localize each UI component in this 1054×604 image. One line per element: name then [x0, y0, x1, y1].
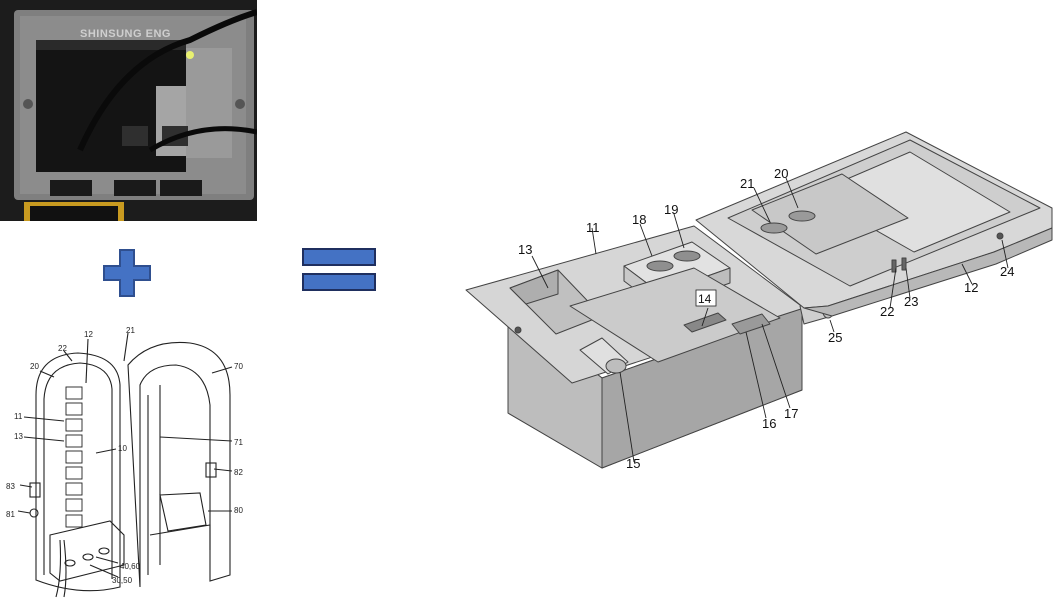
model-label-21: 21	[740, 176, 754, 191]
patent-label-11: 11	[14, 412, 23, 421]
plus-icon	[102, 248, 152, 298]
patent-label-13: 13	[14, 432, 23, 441]
equals-icon	[302, 248, 376, 292]
patent-label-21: 21	[126, 326, 135, 335]
patent-label-83: 83	[6, 482, 15, 491]
model-label-17: 17	[784, 406, 798, 421]
patent-label-10: 10	[118, 444, 127, 453]
patent-label-22: 22	[58, 344, 67, 353]
patent-drawing-svg: 12 21 22 20 70 11 13 10 71 83 82 81 80 4…	[6, 326, 243, 598]
patent-label-70: 70	[234, 362, 243, 371]
patent-label-40-60: 40,60	[120, 562, 141, 571]
status-led-icon	[186, 51, 194, 59]
patent-label-81: 81	[6, 510, 15, 519]
patent-label-12: 12	[84, 330, 93, 339]
patent-label-82: 82	[234, 468, 243, 477]
model-label-18: 18	[632, 212, 646, 227]
model-label-15: 15	[626, 456, 640, 471]
model-label-11: 11	[586, 220, 600, 235]
product-photo: SHINSUNG ENG	[0, 0, 257, 221]
model-label-12: 12	[964, 280, 978, 295]
model-label-20: 20	[774, 166, 788, 181]
product-photo-drawing: SHINSUNG ENG	[0, 0, 257, 221]
model-label-13: 13	[518, 242, 532, 257]
model-label-22: 22	[880, 304, 894, 319]
patent-label-80: 80	[234, 506, 243, 515]
brand-text: SHINSUNG ENG	[80, 28, 171, 40]
model-drawing: 11 13 18 19 21 20 14 15 16 17 22 23 24 1…	[462, 128, 1054, 478]
model-label-16: 16	[762, 416, 776, 431]
patent-label-71: 71	[234, 438, 243, 447]
model-label-23: 23	[904, 294, 918, 309]
model-label-25: 25	[828, 330, 842, 345]
patent-drawing: 12 21 22 20 70 11 13 10 71 83 82 81 80 4…	[0, 325, 260, 601]
patent-label-20: 20	[30, 362, 39, 371]
model-label-14: 14	[698, 292, 712, 306]
model-label-19: 19	[664, 202, 678, 217]
model-drawing-svg: 11 13 18 19 21 20 14 15 16 17 22 23 24 1…	[465, 131, 1053, 471]
patent-label-30-50: 30,50	[112, 576, 133, 585]
model-label-24: 24	[1000, 264, 1014, 279]
